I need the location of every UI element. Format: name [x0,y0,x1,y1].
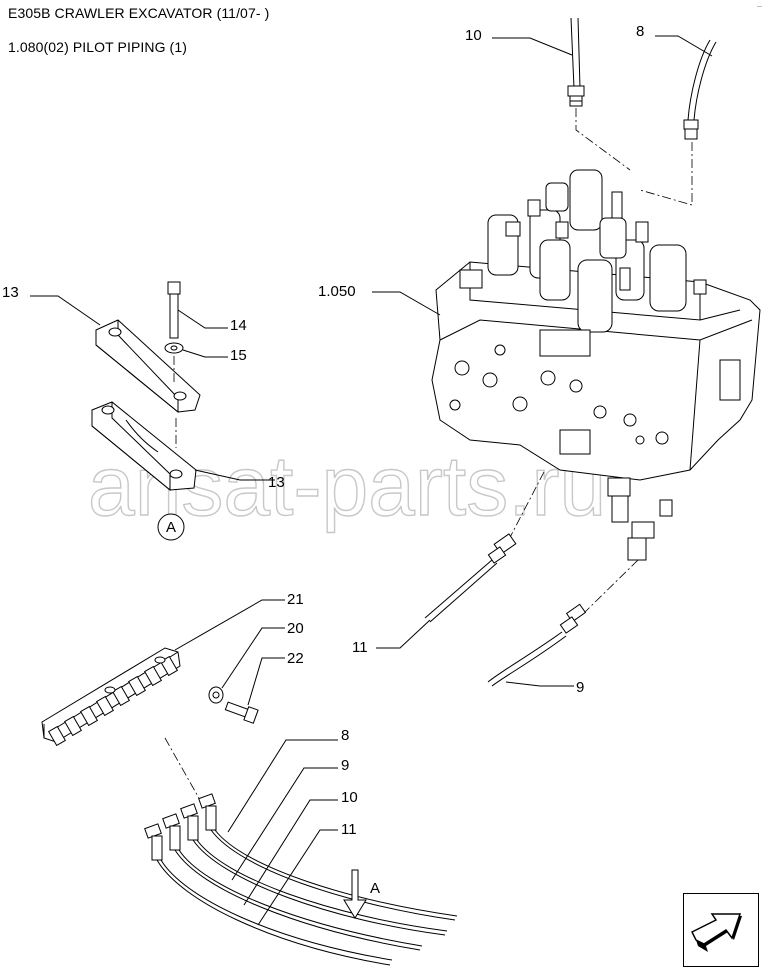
callout-8-bottom: 8 [341,727,349,744]
callout-9-bottom: 9 [341,757,349,774]
clamp-13-upper[interactable] [95,319,201,414]
view-direction-arrow-label: A [370,880,380,897]
washer-20[interactable] [208,686,224,704]
clamp-13-lower[interactable] [91,401,197,492]
callout-9-mid: 9 [576,679,584,696]
view-direction-arrow-icon [343,869,367,919]
callout-1050: 1.050 [318,283,356,300]
view-a-marker [157,513,185,541]
callout-13-upper: 13 [2,284,19,301]
block-manifold-21[interactable] [41,647,181,747]
callout-8-top: 8 [636,23,644,40]
callout-14: 14 [230,317,247,334]
corner-mark: — [757,4,762,10]
next-page-button[interactable] [683,893,759,967]
callout-11-mid: 11 [352,639,368,656]
callout-21: 21 [287,591,304,608]
next-page-arrow-icon [690,913,742,952]
diagram-title-section: 1.080(02) PILOT PIPING (1) [8,39,187,55]
bolt-14[interactable] [167,281,181,339]
hose-11-mid[interactable] [424,533,517,623]
callout-10-bottom: 10 [341,789,358,806]
diagram-title-model: E305B CRAWLER EXCAVATOR (11/07- ) [8,5,270,21]
hose-8-top[interactable] [683,39,717,140]
hose-9-mid[interactable] [487,603,587,687]
callout-11-bottom: 11 [341,821,357,838]
view-a-marker-label: A [166,519,176,536]
hose-bundle-lower[interactable] [144,793,458,966]
callout-22: 22 [287,650,304,667]
callout-10-top: 10 [465,27,482,44]
callout-20: 20 [287,620,304,637]
washer-15[interactable] [164,342,184,354]
bolt-22[interactable] [224,701,259,724]
control-valve-assembly[interactable] [431,169,761,561]
callout-15: 15 [230,347,247,364]
callout-13-lower: 13 [268,474,285,491]
hose-10-top[interactable] [567,17,585,107]
